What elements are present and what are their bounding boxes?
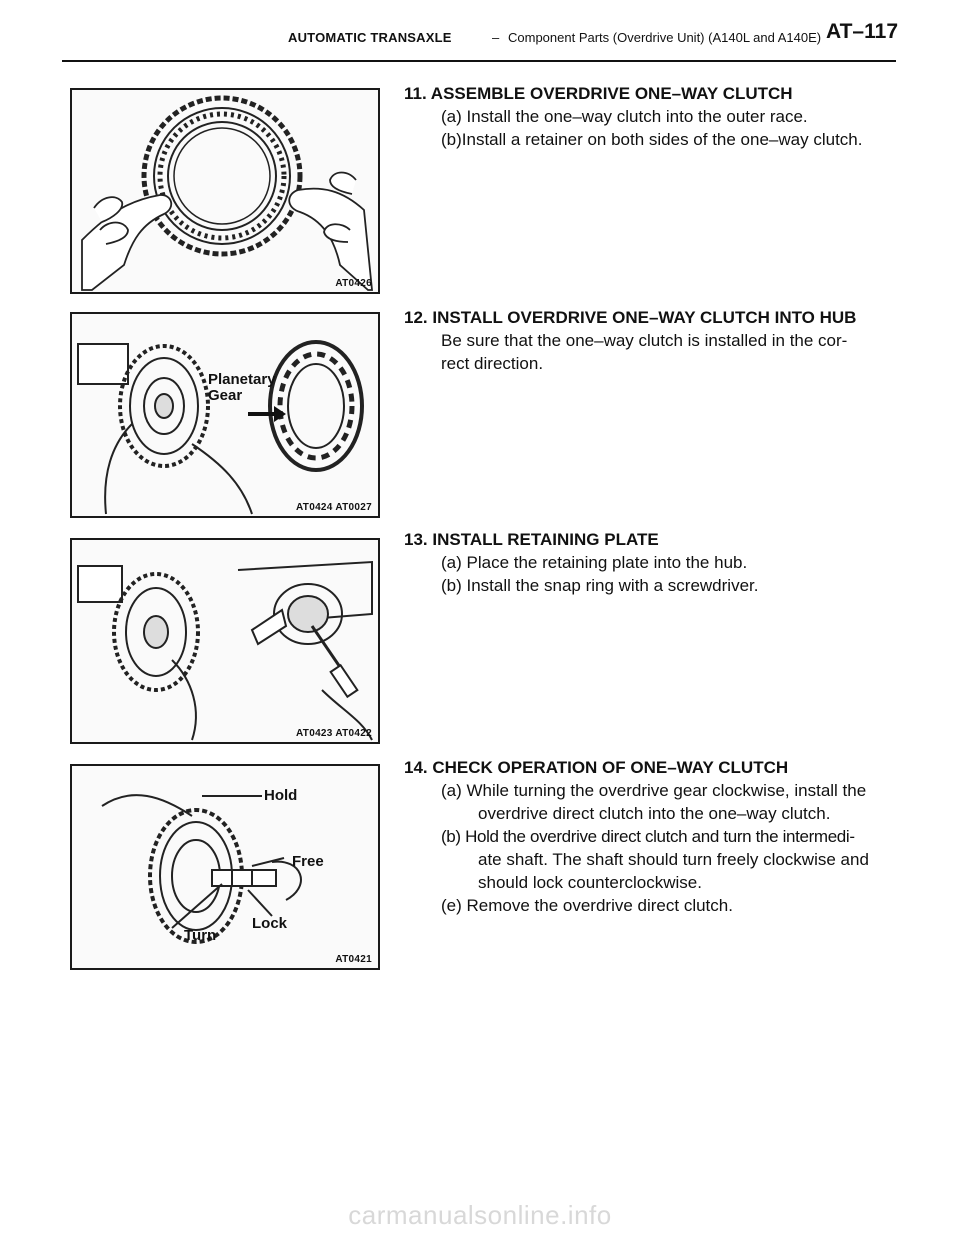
figure-code: AT0423 AT0422 [296,728,372,739]
step-line: (a) Install the one–way clutch into the … [441,107,808,126]
label-free: Free [292,853,324,870]
figure-check-operation: Hold Free Lock Turn AT0421 [70,764,380,970]
figure-clutch-into-hub: Planetary Gear AT0424 AT0027 [70,312,380,518]
step-14: 14. CHECK OPERATION OF ONE–WAY CLUTCH (a… [404,756,894,917]
step-title: 12. INSTALL OVERDRIVE ONE–WAY CLUTCH INT… [404,308,857,327]
step-13: 13. INSTALL RETAINING PLATE (a) Place th… [404,528,894,597]
label-lock: Lock [252,915,288,932]
step-line: (a) While turning the overdrive gear clo… [441,781,867,800]
figure-code: AT0424 AT0027 [296,502,372,513]
label-planetary: Planetary [208,371,276,388]
figure-code: AT0426 [335,278,372,289]
clutch-race-illustration [81,95,373,291]
label-gear: Gear [208,387,243,404]
header-subsection: Component Parts (Overdrive Unit) (A140L … [508,30,822,45]
step-11: 11. ASSEMBLE OVERDRIVE ONE–WAY CLUTCH (a… [404,82,894,151]
page-number: AT–117 [826,20,898,43]
step-line: (b) Hold the overdrive direct clutch and… [441,827,855,846]
step-line: rect direction. [441,354,544,373]
step-line: ate shaft. The shaft should turn freely … [478,850,869,869]
clutch-operation-illustration [101,794,302,944]
step-line: (b) Install the snap ring with a screwdr… [441,576,759,595]
label-hold: Hold [264,787,298,804]
direction-arrow-icon [248,406,286,422]
step-line: Be sure that the one–way clutch is insta… [441,331,848,350]
step-line: (b)Install a retainer on both sides of t… [441,130,863,149]
page-header: AUTOMATIC TRANSAXLE – Component Parts (O… [0,0,960,64]
step-12: 12. INSTALL OVERDRIVE ONE–WAY CLUTCH INT… [404,306,894,375]
step-line: overdrive direct clutch into the one–way… [478,804,831,823]
header-separator: – [492,30,500,45]
planetary-gear-illustration [77,340,364,515]
label-turn: Turn [184,927,217,944]
step-title: 11. ASSEMBLE OVERDRIVE ONE–WAY CLUTCH [404,84,793,103]
figure-retaining-plate: AT0423 AT0422 [70,538,380,744]
header-section: AUTOMATIC TRANSAXLE [288,30,452,45]
step-line: (a) Place the retaining plate into the h… [441,553,748,572]
step-title: 13. INSTALL RETAINING PLATE [404,530,659,549]
figure-one-way-clutch: AT0426 [70,88,380,294]
step-title: 14. CHECK OPERATION OF ONE–WAY CLUTCH [404,758,789,777]
step-line: should lock counterclockwise. [478,873,702,892]
step-line: (e) Remove the overdrive direct clutch. [441,896,733,915]
retaining-plate-illustration [77,560,373,741]
watermark: carmanualsonline.info [348,1200,612,1230]
header-rule [62,60,896,62]
figure-code: AT0421 [335,954,372,965]
